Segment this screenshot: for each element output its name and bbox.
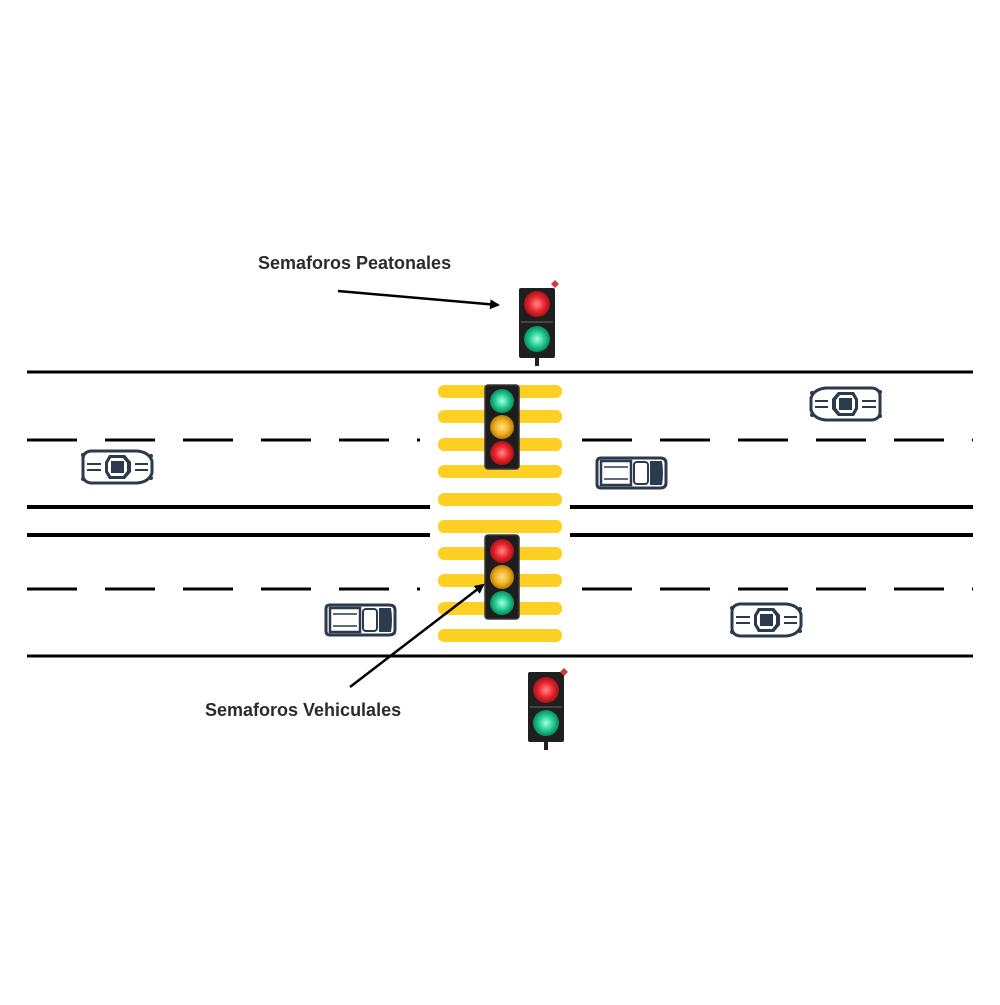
- car-icon: [728, 602, 804, 638]
- car-icon: [808, 386, 884, 422]
- pedestrian-traffic-light-icon: [528, 668, 568, 750]
- pedestrian-label-arrow: [337, 289, 500, 310]
- crosswalk: [438, 385, 562, 642]
- vehicle-traffic-light-icon: [484, 534, 520, 620]
- pickup-truck-icon: [595, 456, 668, 490]
- vehicle-traffic-light-icon: [484, 384, 520, 470]
- pedestrian-traffic-light-icon: [519, 280, 559, 366]
- vehicular-lights-label: Semaforos Vehiculales: [205, 700, 402, 720]
- car-icon: [79, 449, 155, 485]
- vehicular-label-arrow: [349, 583, 485, 688]
- pickup-truck-icon: [324, 603, 397, 637]
- pedestrian-lights-label: Semaforos Peatonales: [258, 253, 452, 273]
- road: [27, 370, 973, 658]
